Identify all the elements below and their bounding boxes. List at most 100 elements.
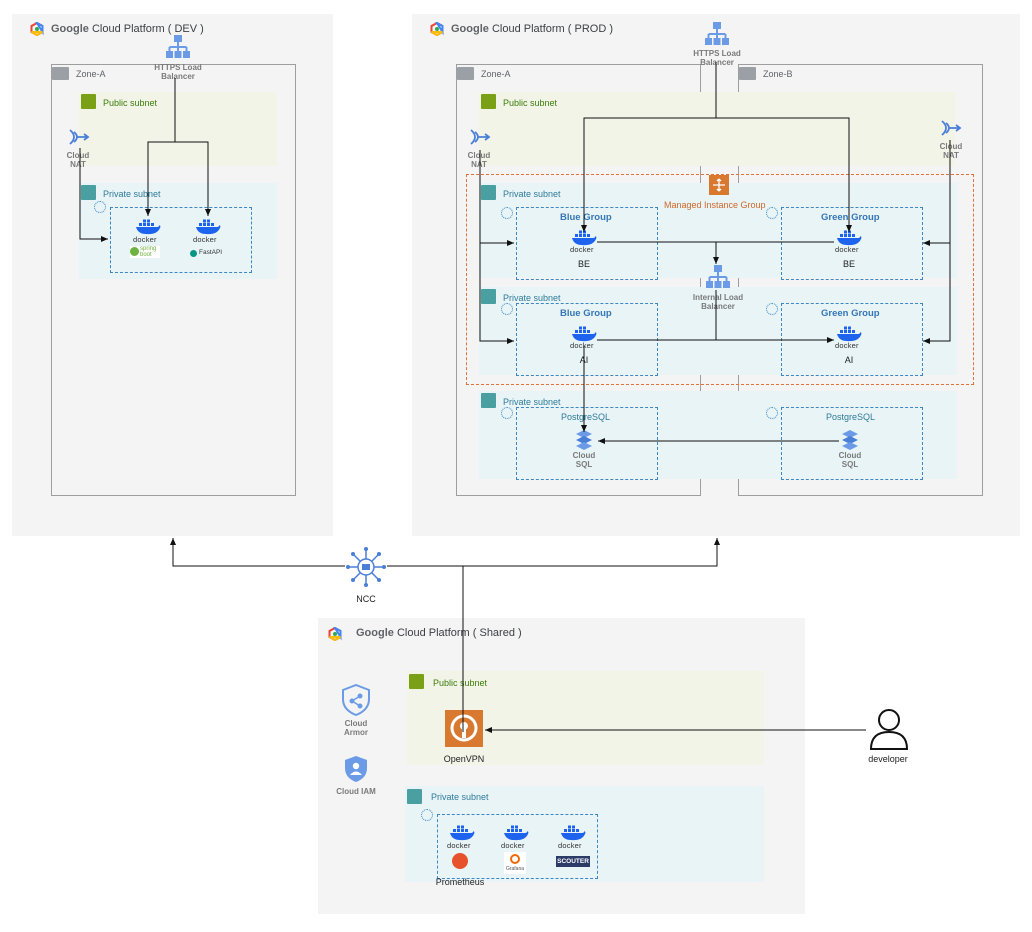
dev-public-subnet [79,92,277,166]
docker-label: docker [193,235,217,244]
prod-public-subnet-label: Public subnet [503,98,558,108]
managed-instance-group-icon [709,175,729,195]
spring-boot-logo: spring boot [130,246,160,258]
internal-load-balancer-icon [706,265,730,288]
docker-icon [561,825,586,841]
prod-lb-label: HTTPS Load Balancer [693,49,741,67]
prometheus-logo [452,853,468,869]
compute-chip-icon [766,407,778,419]
ncc-icon [346,547,386,587]
docker-icon [450,825,475,841]
blue-group-be [516,207,658,280]
cloud-iam-label: Cloud IAM [336,787,376,796]
cloud-iam-icon [345,756,367,782]
load-balancer-icon [705,22,729,45]
managed-instance-group-label: Managed Instance Group [664,200,766,210]
shared-public-subnet-label: Public subnet [433,678,488,688]
cloud-armor-label: Cloud Armor [343,719,368,737]
cloud-sql-icon [576,430,592,450]
lock-icon [407,789,422,804]
dev-lb-label: HTTPS Load Balancer [154,63,202,81]
dev-public-subnet-label: Public subnet [103,98,158,108]
lock-icon [81,185,96,200]
openvpn-label: OpenVPN [443,754,485,764]
postgres-zone-a [516,407,658,480]
prod-nat-right-label: Cloud NAT [939,142,963,160]
prod-private-subnet-db [479,391,957,479]
docker-icon [136,219,161,235]
shared-private-subnet-label: Private subnet [431,792,489,802]
green-group-be-title: Green Group [821,212,880,223]
dev-nat-label: Cloud NAT [66,151,90,169]
compute-chip-icon [501,207,513,219]
prod-private-subnet-label: Private subnet [503,293,561,303]
dev-zone-a-label: Zone-A [76,69,106,79]
docker-icon [572,230,597,246]
dev-zone-a [51,64,296,496]
docker-label: docker [835,341,859,350]
docker-label: docker [835,245,859,254]
blue-group-ai-title: Blue Group [560,308,612,319]
compute-chip-icon [501,407,513,419]
internal-lb-label: Internal Load Balancer [692,293,744,311]
lock-icon [81,94,96,109]
docker-label: docker [133,235,157,244]
cloud-nat-icon [69,129,90,145]
postgres-zone-b [781,407,923,480]
dev-private-subnet-label: Private subnet [103,189,161,199]
openvpn-icon [445,710,483,747]
docker-label: docker [570,341,594,350]
managed-instance-group-box [466,174,974,385]
lock-icon [481,185,496,200]
docker-icon [572,326,597,342]
cloud-sql-icon [842,430,858,450]
cloud-nat-icon [470,129,491,145]
prod-private-subnet-ai [479,287,957,375]
gcp-logo-icon [30,22,44,36]
shared-title: Google Cloud Platform ( Shared ) [356,627,522,639]
docker-label: docker [447,841,471,850]
prod-public-subnet [479,92,955,166]
zone-icon [739,67,756,80]
be-label: BE [842,259,855,269]
developer-user-icon [869,709,909,750]
dev-private-subnet [79,183,277,279]
shared-monitoring-group [437,814,598,879]
prod-zone-b-label: Zone-B [763,69,793,79]
postgres-zone-b-title: PostgreSQL [826,412,876,422]
green-group-ai-title: Green Group [821,308,880,319]
prod-zone-a-label: Zone-A [481,69,511,79]
postgres-zone-a-title: PostgreSQL [561,412,611,422]
cloud-nat-icon [941,120,962,136]
compute-chip-icon [501,303,513,315]
load-balancer-icon [166,35,190,58]
compute-chip-icon [94,201,106,213]
be-label: BE [577,259,590,269]
zone-icon [457,67,474,80]
ncc-label: NCC [356,594,376,604]
docker-icon [196,219,221,235]
docker-icon [504,825,529,841]
prod-private-subnet-label: Private subnet [503,397,561,407]
developer-label: developer [868,754,908,764]
docker-label: docker [570,245,594,254]
lock-icon [481,393,496,408]
prod-zone-b [738,64,983,496]
docker-label: docker [501,841,525,850]
compute-chip-icon [766,303,778,315]
cloud-armor-icon [342,684,370,716]
prod-zone-a [456,64,701,496]
prod-title: Google Cloud Platform ( PROD ) [451,23,613,35]
cloud-sql-label: Cloud SQL [572,451,596,469]
compute-chip-icon [421,809,433,821]
blue-group-be-title: Blue Group [560,212,612,223]
ai-label: AI [844,355,854,365]
lock-icon [481,94,496,109]
green-group-be [781,207,923,280]
zone-icon [52,67,69,80]
gcp-logo-icon [430,22,444,36]
dev-title: Google Cloud Platform ( DEV ) [51,23,204,35]
compute-chip-icon [766,207,778,219]
prod-private-subnet-label: Private subnet [503,189,561,199]
